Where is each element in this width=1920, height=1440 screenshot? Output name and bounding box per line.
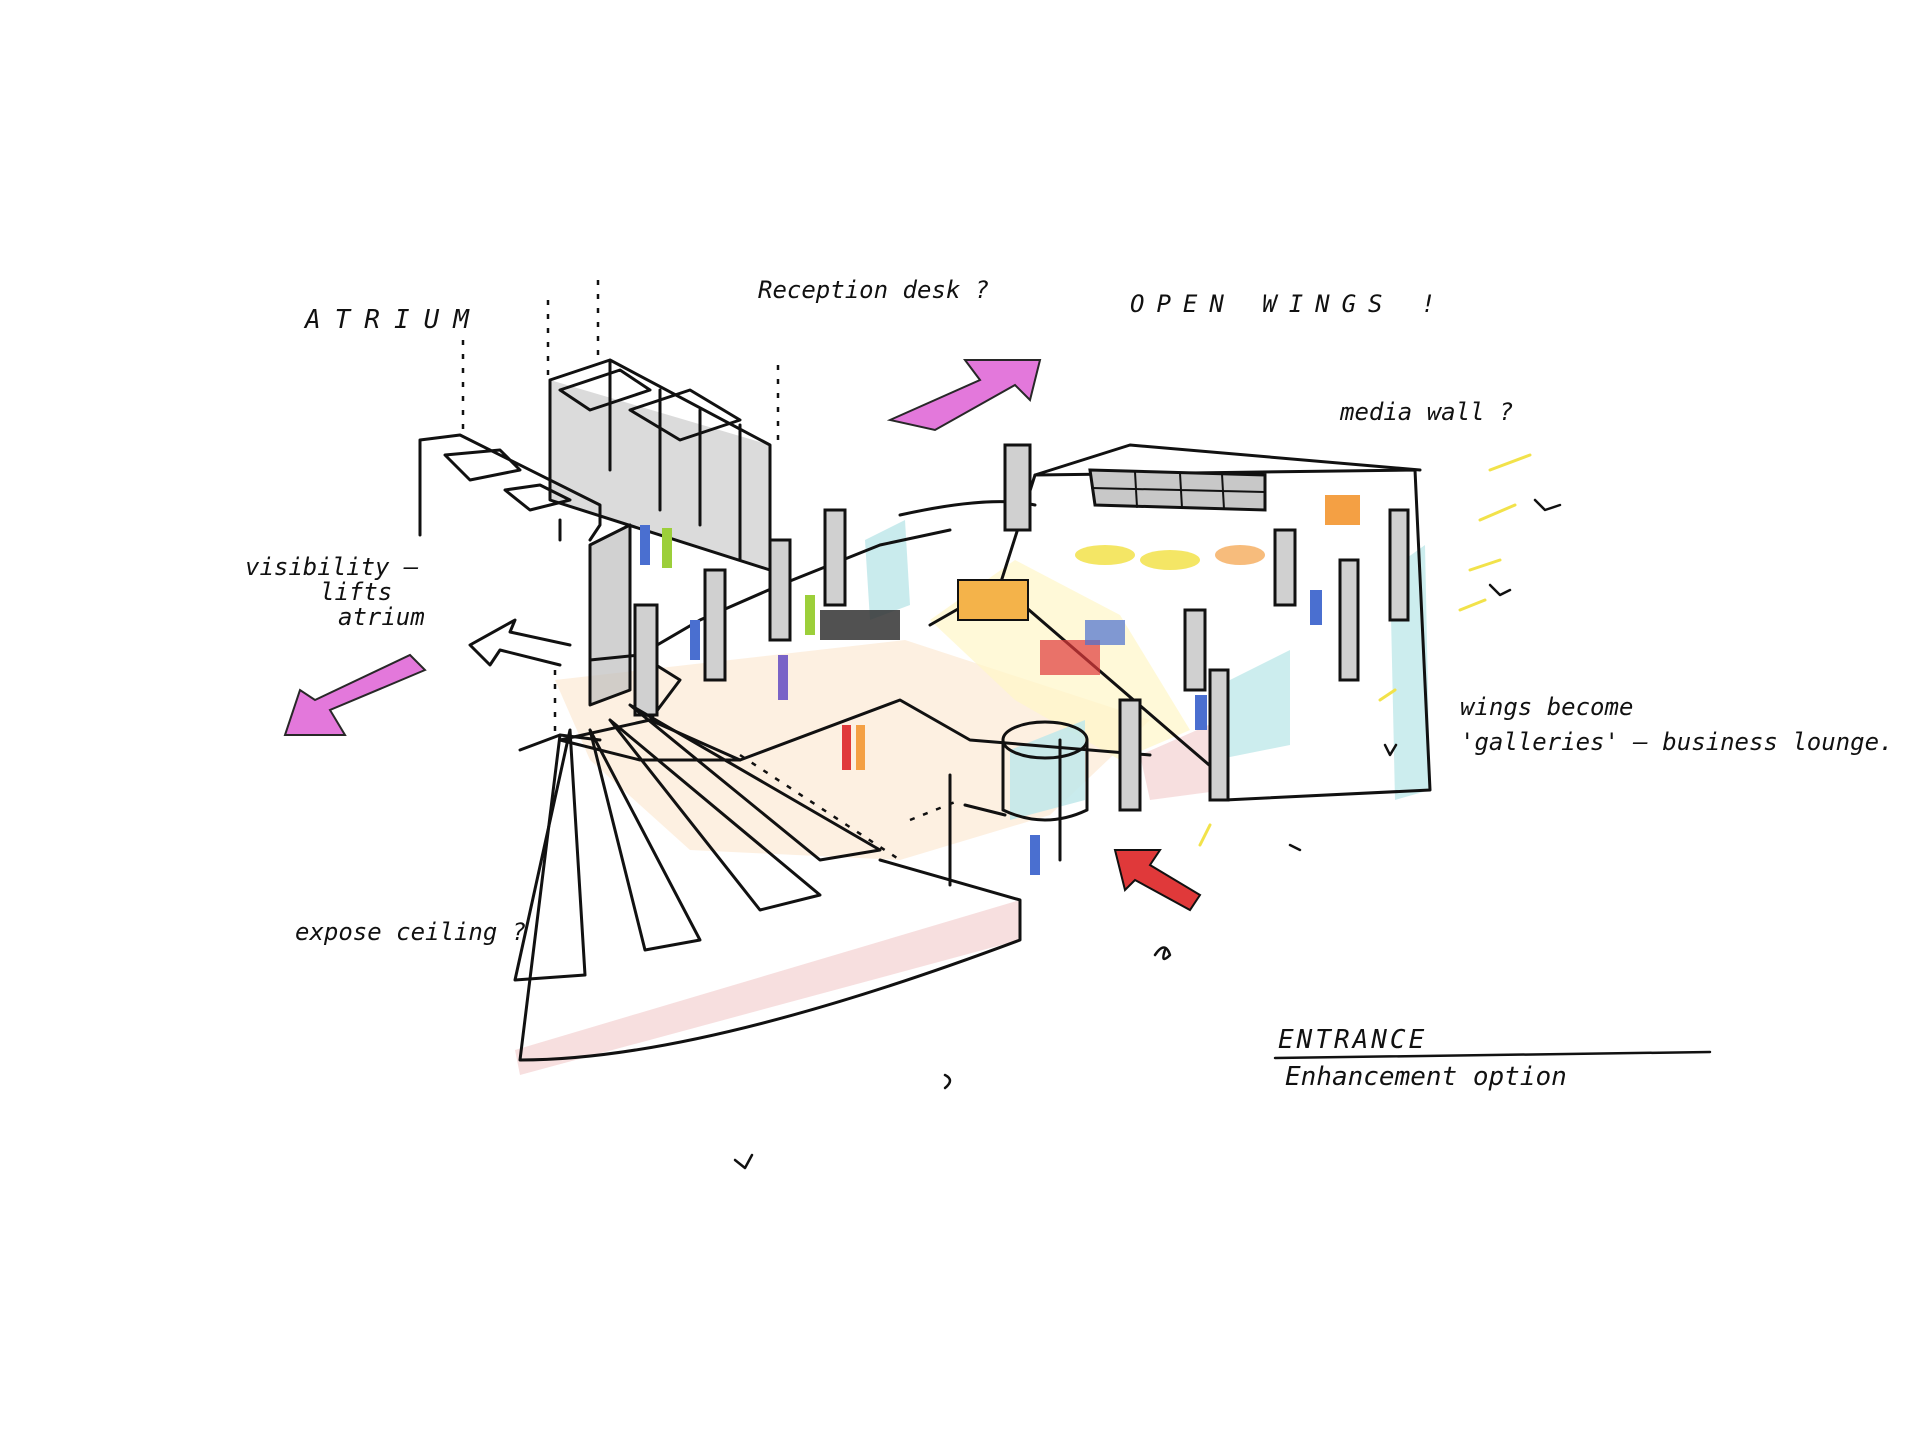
label-visibility-atrium: atrium — [338, 603, 425, 631]
label-media-wall: media wall ? — [1339, 398, 1513, 426]
arrow-magenta-down-left — [283, 653, 427, 736]
label-visibility-lifts: lifts — [320, 578, 392, 606]
label-open-wings: OPEN WINGS ! — [1130, 290, 1447, 318]
expose-ceiling — [513, 703, 1022, 1062]
sun-rays — [1198, 453, 1532, 847]
stray-marks — [733, 498, 1562, 1170]
arrow-red-up-left — [1113, 849, 1202, 912]
dashed-guides — [461, 280, 961, 862]
label-galleries: 'galleries' – business lounge. — [1460, 728, 1893, 756]
label-wings-become: wings become — [1460, 693, 1633, 721]
title-underline — [1273, 1050, 1712, 1060]
label-expose-ceiling: expose ceiling ? — [295, 918, 526, 946]
label-reception-desk: Reception desk ? — [758, 276, 989, 304]
label-visibility: visibility – — [245, 553, 419, 581]
columns — [633, 443, 1410, 812]
people — [640, 525, 1322, 875]
media-wall — [1088, 468, 1360, 525]
title-entrance: ENTRANCE — [1278, 1025, 1427, 1055]
subtitle-enhancement: Enhancement option — [1285, 1062, 1567, 1092]
glass-lift — [948, 720, 1089, 887]
arrow-outline-left — [468, 618, 572, 667]
arrow-magenta-up-right — [886, 359, 1042, 432]
label-atrium: ATRIUM — [303, 305, 483, 335]
lounge-furniture — [820, 545, 1265, 675]
